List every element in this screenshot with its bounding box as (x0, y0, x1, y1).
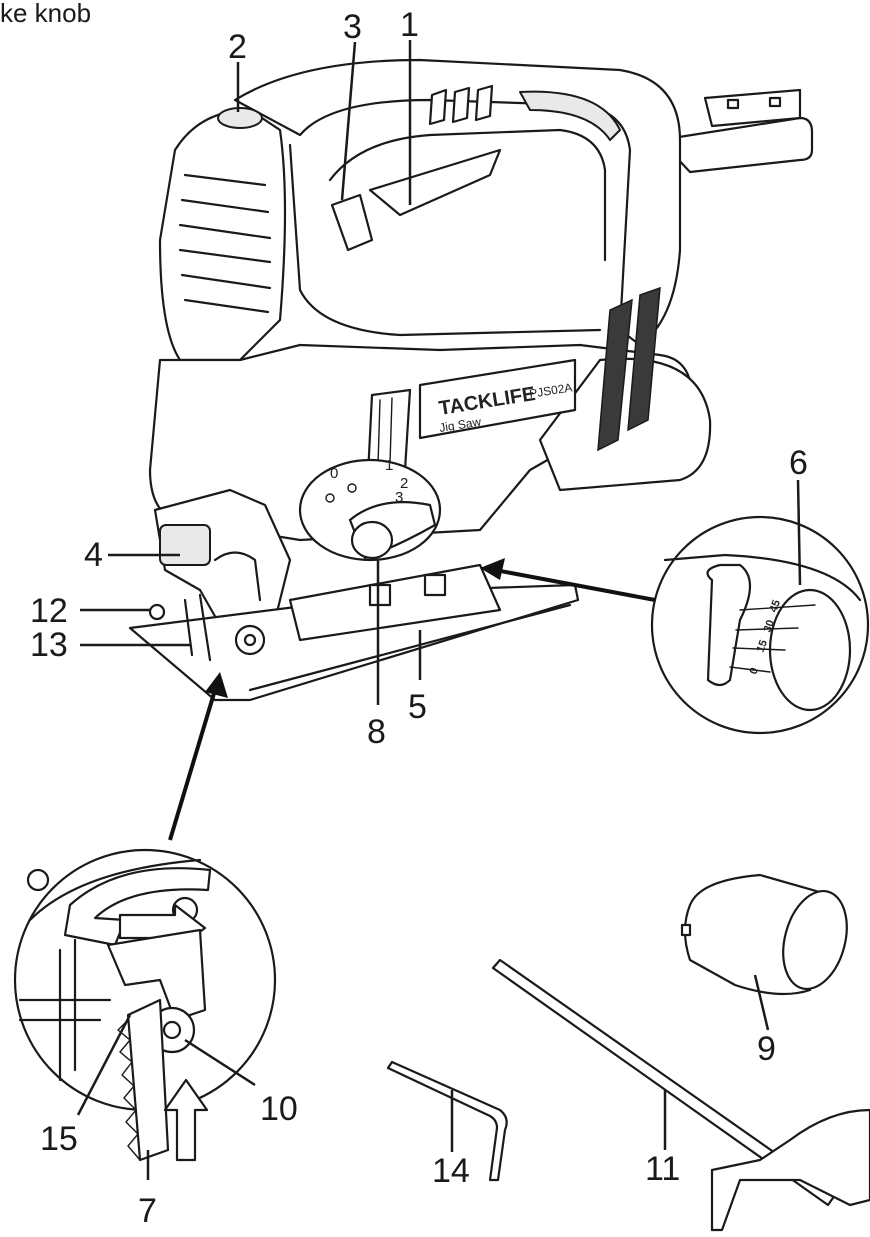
dust-port (680, 873, 848, 996)
bevel-scale-30: 30 (762, 618, 777, 634)
leader-9 (753, 974, 770, 1031)
dial-number-3: 3 (395, 489, 403, 506)
callout-12: 12 (30, 592, 68, 630)
caption-top: ke knob (0, 0, 91, 28)
bevel-scale-45: 45 (768, 598, 783, 614)
callout-10: 10 (260, 1090, 298, 1128)
dial-number-2: 2 (400, 475, 408, 492)
callout-14: 14 (432, 1152, 470, 1190)
callout-13: 13 (30, 626, 68, 664)
arrow-to-bevel (494, 568, 656, 602)
leader-3 (340, 41, 357, 201)
dial-number-0: 0 (330, 465, 338, 482)
inset-bevel-scale: 45 30 15 0 (650, 515, 870, 735)
callout-9: 9 (757, 1030, 776, 1068)
arrow-to-clamp (168, 689, 217, 841)
callout-8: 8 (367, 713, 386, 751)
callout-4: 4 (84, 536, 103, 574)
brand-model: PJS02A (528, 380, 573, 401)
leader-10 (184, 1038, 256, 1087)
arrow-head-bevel (480, 558, 505, 580)
parallel-guide (491, 958, 870, 1232)
leader-15 (76, 1014, 132, 1116)
inset-blade-clamp (13, 848, 277, 1162)
bevel-scale-15: 15 (755, 638, 770, 654)
callout-7: 7 (138, 1192, 157, 1230)
arrow-head-clamp (205, 672, 228, 698)
hex-key (386, 1060, 508, 1182)
callout-15: 15 (40, 1120, 78, 1158)
callout-11: 11 (645, 1150, 680, 1188)
callout-5: 5 (408, 688, 427, 726)
callout-3: 3 (343, 8, 362, 46)
callout-2: 2 (228, 28, 247, 66)
callout-6: 6 (789, 444, 808, 482)
bevel-scale-0: 0 (748, 666, 761, 676)
leader-6 (796, 479, 802, 586)
dial-number-1: 1 (385, 457, 393, 474)
callout-1: 1 (400, 6, 419, 44)
brand-product: Jig Saw (438, 415, 482, 435)
jigsaw-main-body: TACKLIFE PJS02A Jig Saw 0 1 2 3 (128, 58, 814, 702)
